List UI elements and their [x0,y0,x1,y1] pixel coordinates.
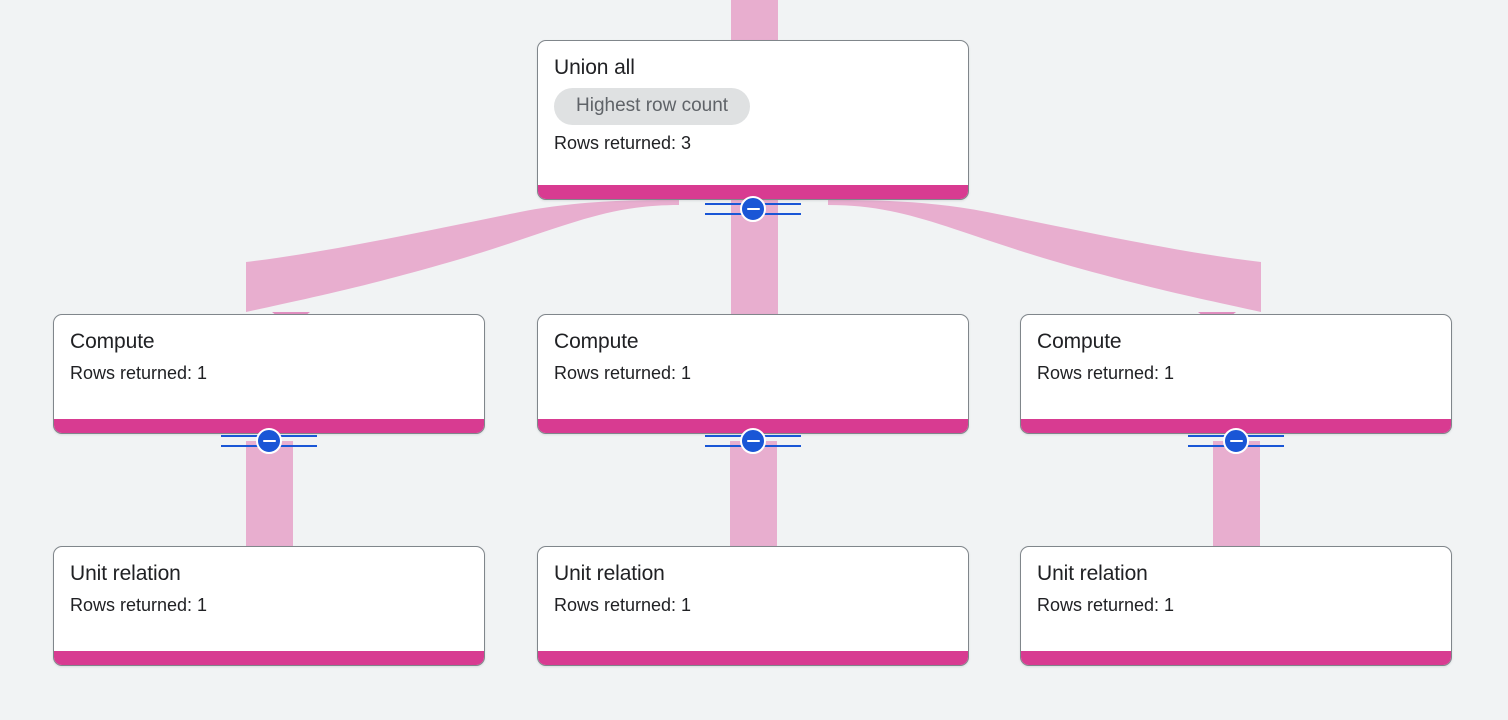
edge-union-to-compute-left [246,200,679,312]
node-unit-relation-left-status-bar [54,651,484,665]
edge-union-to-compute-right [828,200,1261,312]
edge-compute-left-to-unit-left [246,441,293,546]
node-compute-right-rows: Rows returned: 1 [1037,363,1175,383]
node-unit-relation-right-status-bar [1021,651,1451,665]
node-union-all-title: Union all [554,56,635,79]
node-unit-relation-left[interactable]: Unit relation Rows returned: 1 [53,546,485,666]
minus-glyph [746,439,760,443]
collapse-button-compute-middle[interactable] [705,427,801,455]
minus-circle-icon[interactable] [1223,428,1249,454]
collapse-button-compute-right[interactable] [1188,427,1284,455]
node-unit-relation-right-rows: Rows returned: 1 [1037,595,1175,615]
node-union-all[interactable]: Union all Highest row count Rows returne… [537,40,969,200]
node-compute-left-status-bar [54,419,484,433]
node-unit-relation-middle-rows: Rows returned: 1 [554,595,692,615]
minus-glyph [1229,439,1243,443]
node-compute-right-title: Compute [1037,330,1122,353]
node-compute-left-rows: Rows returned: 1 [70,363,208,383]
edge-incoming-root [731,0,778,42]
node-unit-relation-middle-body: Unit relation Rows returned: 1 [538,547,968,617]
node-unit-relation-right-title: Unit relation [1037,562,1148,585]
node-compute-right[interactable]: Compute Rows returned: 1 [1020,314,1452,434]
node-unit-relation-middle-title: Unit relation [554,562,665,585]
node-compute-middle-rows: Rows returned: 1 [554,363,692,383]
node-compute-middle-body: Compute Rows returned: 1 [538,315,968,385]
edge-compute-middle-to-unit-middle [730,441,777,546]
node-unit-relation-middle[interactable]: Unit relation Rows returned: 1 [537,546,969,666]
node-union-all-body: Union all Highest row count Rows returne… [538,41,968,155]
minus-circle-icon[interactable] [740,196,766,222]
node-unit-relation-left-rows: Rows returned: 1 [70,595,208,615]
node-compute-right-body: Compute Rows returned: 1 [1021,315,1451,385]
node-union-all-status-bar [538,185,968,199]
node-union-all-rows: Rows returned: 3 [554,133,692,153]
node-unit-relation-left-title: Unit relation [70,562,181,585]
minus-glyph [262,439,276,443]
node-union-all-badge-row: Highest row count [554,88,952,125]
node-compute-left-title: Compute [70,330,155,353]
node-unit-relation-right[interactable]: Unit relation Rows returned: 1 [1020,546,1452,666]
minus-circle-icon[interactable] [740,428,766,454]
node-compute-right-status-bar [1021,419,1451,433]
node-compute-middle[interactable]: Compute Rows returned: 1 [537,314,969,434]
edge-compute-right-to-unit-right [1213,441,1260,546]
node-compute-left-body: Compute Rows returned: 1 [54,315,484,385]
node-compute-middle-title: Compute [554,330,639,353]
node-unit-relation-middle-status-bar [538,651,968,665]
node-compute-middle-status-bar [538,419,968,433]
minus-circle-icon[interactable] [256,428,282,454]
node-union-all-badge: Highest row count [554,88,751,125]
node-unit-relation-left-body: Unit relation Rows returned: 1 [54,547,484,617]
node-unit-relation-right-body: Unit relation Rows returned: 1 [1021,547,1451,617]
collapse-button-union-all[interactable] [705,195,801,223]
collapse-button-compute-left[interactable] [221,427,317,455]
minus-glyph [746,207,760,211]
node-compute-left[interactable]: Compute Rows returned: 1 [53,314,485,434]
